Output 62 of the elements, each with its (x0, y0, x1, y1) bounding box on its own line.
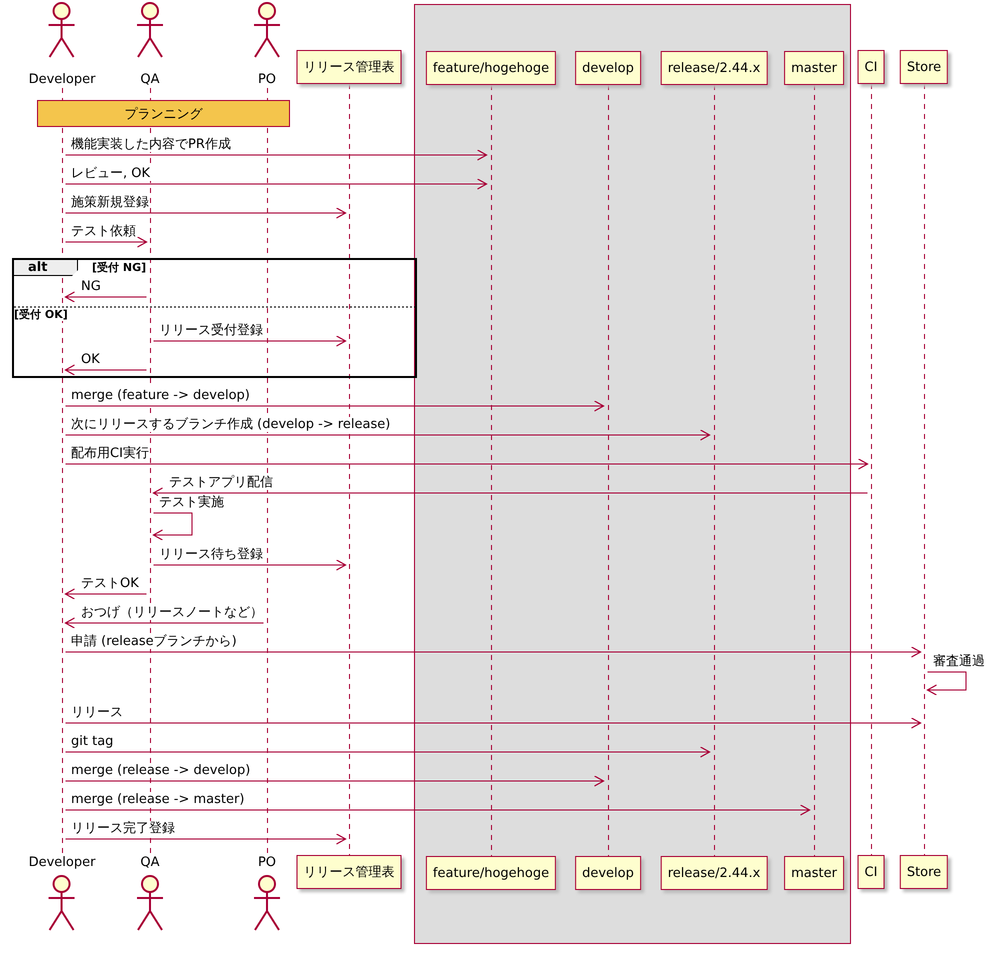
actor-label: Developer (28, 72, 96, 88)
actor-label: QA (140, 855, 160, 871)
guard-condition: [受付 OK] (14, 308, 68, 321)
message-arrow (152, 512, 192, 541)
message-arrow (64, 291, 147, 303)
edge-label: merge (release -> develop) (70, 763, 252, 778)
participant-box: Store (900, 855, 948, 889)
edge-label: 申請 (releaseブランチから) (70, 634, 238, 649)
message-arrow (65, 646, 922, 658)
message-arrow (65, 149, 488, 161)
edge-label: 施策新規登録 (70, 195, 150, 210)
message-arrow (65, 207, 346, 219)
message-arrow (65, 746, 710, 758)
participant-box: CI (858, 855, 884, 889)
message-arrow (64, 617, 264, 629)
actor-label: PO (258, 72, 276, 88)
participant-box: develop (575, 51, 641, 85)
message-arrow (65, 400, 604, 412)
actor-label: Developer (28, 855, 96, 871)
message-arrow (65, 804, 810, 816)
participant-box: リリース管理表 (296, 50, 402, 84)
actor-label: PO (258, 855, 276, 871)
participant-box: feature/hogehoge (426, 51, 556, 85)
message-arrow (65, 717, 922, 729)
message-arrow (65, 458, 868, 470)
message-arrow (153, 335, 346, 347)
participant-box: release/2.44.x (660, 856, 768, 890)
participant-box: release/2.44.x (660, 51, 768, 85)
message-arrow (65, 775, 604, 787)
participant-box: feature/hogehoge (426, 856, 556, 890)
message-arrow (65, 178, 488, 190)
edge-label: merge (feature -> develop) (70, 388, 251, 403)
edge-label: 配布用CI実行 (70, 446, 150, 461)
fragment-operator: alt (14, 260, 78, 276)
edge-label: テストOK (80, 576, 140, 591)
edge-label: git tag (70, 734, 114, 749)
message-arrow (65, 429, 710, 441)
edge-label: テスト実施 (158, 495, 225, 510)
message-arrow (65, 833, 346, 845)
message-arrow (152, 487, 868, 499)
group-box (414, 4, 851, 944)
edge-label: レビュー, OK (70, 166, 152, 181)
edge-label: merge (release -> master) (70, 792, 246, 807)
edge-label: 審査通過 (932, 654, 986, 669)
participant-box: CI (858, 50, 884, 84)
participant-box: master (784, 51, 844, 85)
message-arrow (926, 672, 966, 696)
edge-label: テスト依頼 (70, 224, 137, 239)
participant-box: リリース管理表 (296, 855, 402, 889)
message-arrow (64, 588, 147, 600)
note: プランニング (37, 100, 290, 127)
actor-label: QA (140, 72, 160, 88)
message-arrow (64, 364, 147, 376)
message-arrow (153, 559, 346, 571)
participant-box: master (784, 856, 844, 890)
guard-condition: [受付 NG] (92, 261, 146, 274)
message-arrow (65, 236, 148, 248)
edge-label: 機能実装した内容でPR作成 (70, 137, 232, 152)
participant-box: develop (575, 856, 641, 890)
edge-label: テストアプリ配信 (168, 475, 274, 490)
edge-label: 次にリリースするブランチ作成 (develop -> release) (70, 417, 392, 432)
participant-box: Store (900, 50, 948, 84)
